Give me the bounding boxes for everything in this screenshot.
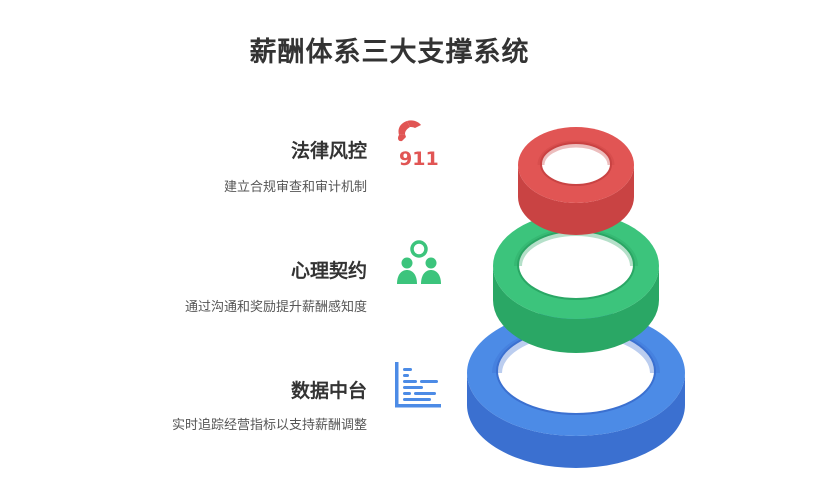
phone-911-icon: 911 <box>398 120 439 170</box>
item-desc-psych: 通过沟通和奖励提升薪酬感知度 <box>184 300 367 315</box>
ring-psych-contract <box>493 213 659 353</box>
item-desc-data: 实时追踪经营指标以支持薪酬调整 <box>171 418 367 433</box>
ring-data-platform <box>467 310 685 468</box>
emergency-number-text: 911 <box>399 148 439 170</box>
data-chart-icon <box>395 362 441 408</box>
item-desc-legal: 建立合规审查和审计机制 <box>223 180 367 195</box>
page-title: 薪酬体系三大支撑系统 <box>249 37 530 68</box>
item-title-psych: 心理契约 <box>290 260 367 282</box>
item-title-legal: 法律风控 <box>290 140 367 162</box>
ring-legal-risk <box>518 127 634 235</box>
people-link-icon <box>397 240 441 284</box>
item-title-data: 数据中台 <box>290 380 367 402</box>
